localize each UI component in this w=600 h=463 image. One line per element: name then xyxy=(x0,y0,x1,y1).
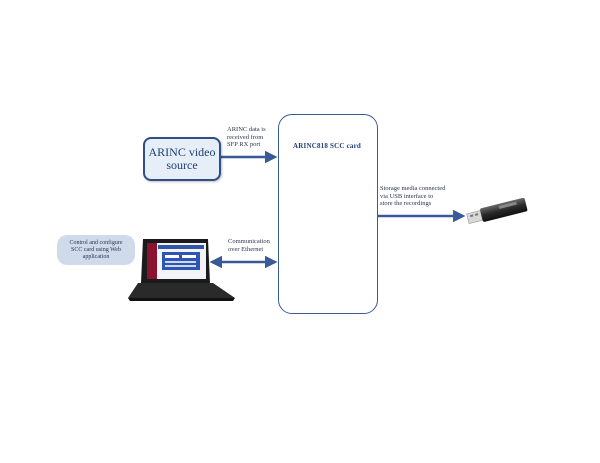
callout-line1: Control and configure xyxy=(69,239,123,246)
callout-line2: SCC card using Web xyxy=(71,246,121,253)
caption-storage: Storage media connected via USB interfac… xyxy=(380,185,470,208)
caption-arinc-data-line2: received from xyxy=(227,133,264,141)
caption-storage-line1: Storage media connected xyxy=(380,185,446,192)
caption-storage-line2: via USB interface to xyxy=(380,192,434,200)
caption-arinc-data-line3: SFP RX port xyxy=(227,141,261,148)
caption-storage-line3: store the recordings xyxy=(380,200,432,207)
source-label-line1: ARINC video xyxy=(148,145,216,159)
source-label-line2: source xyxy=(166,158,198,172)
web-app-callout: Control and configure SCC card using Web… xyxy=(57,235,135,265)
caption-arinc-data: ARINC data is received from SFP RX port xyxy=(227,126,277,149)
scc-card-container xyxy=(278,114,378,314)
arinc-video-source-box: ARINC video source xyxy=(143,137,221,181)
usb-drive-icon xyxy=(466,197,528,224)
laptop-icon xyxy=(128,239,235,301)
scc-card-title: ARINC818 SCC card xyxy=(293,142,361,150)
caption-communication-line2: over Ethernet xyxy=(228,245,264,253)
callout-line3: application xyxy=(82,253,110,260)
caption-arinc-data-line1: ARINC data is xyxy=(227,126,266,133)
caption-communication: Communication over Ethernet xyxy=(228,238,288,253)
caption-communication-line1: Communication xyxy=(228,238,270,245)
